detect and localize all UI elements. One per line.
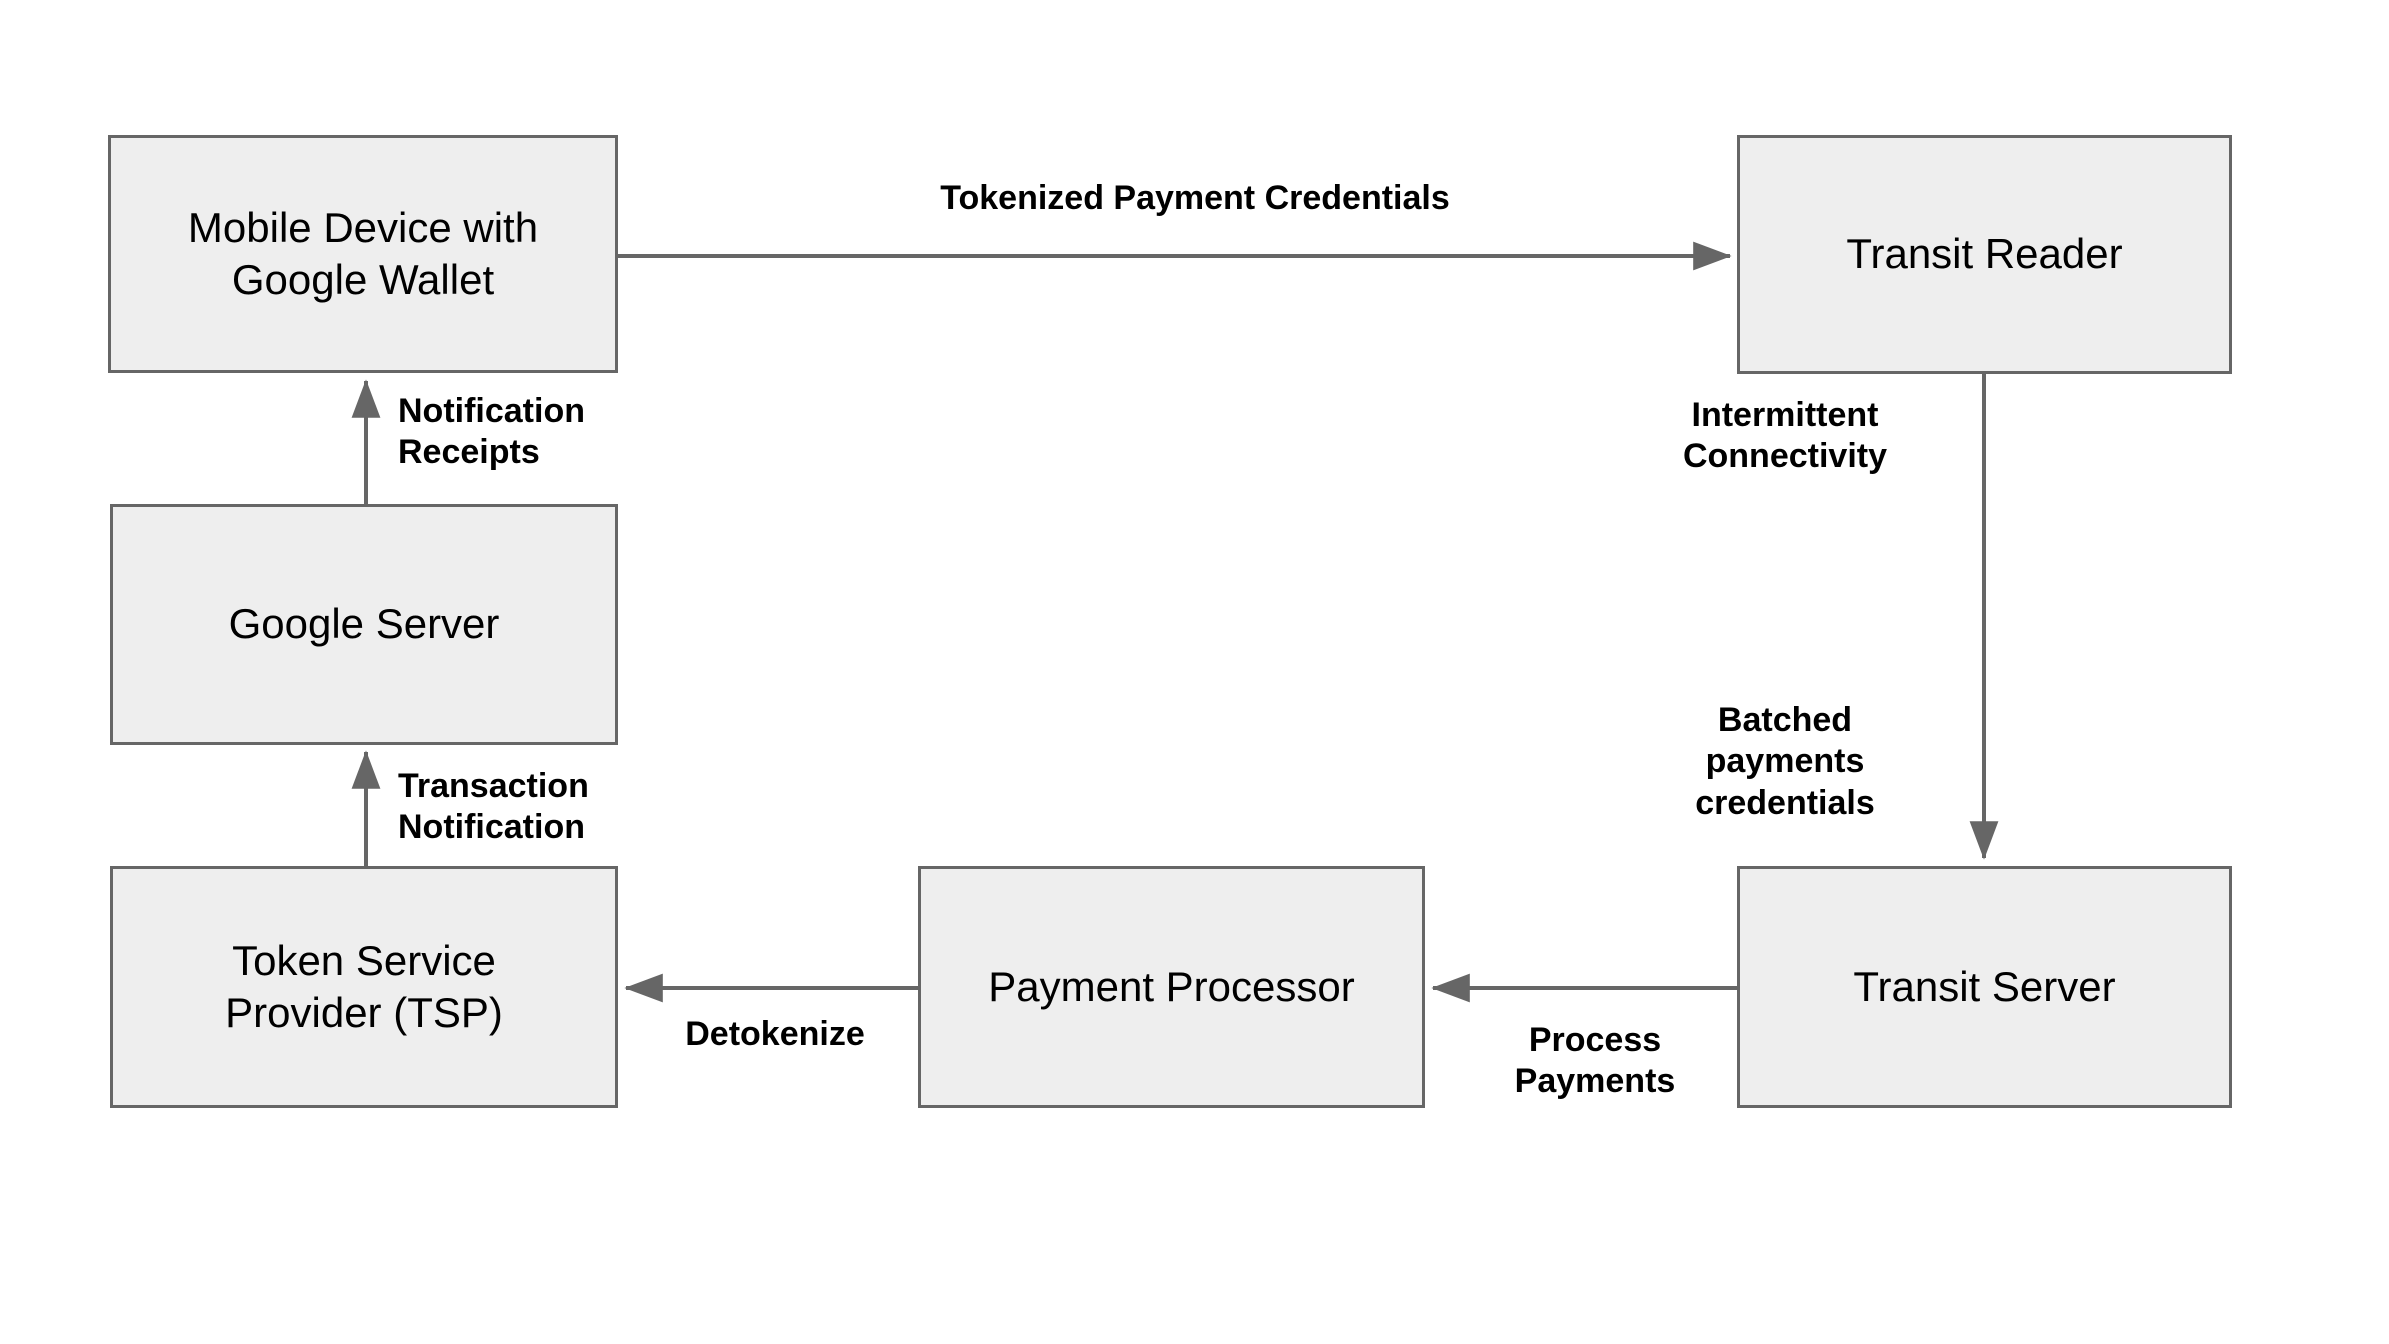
edge-label-tokenized-payment-credentials: Tokenized Payment Credentials bbox=[940, 179, 1450, 217]
node-mobile-device[interactable]: Mobile Device with Google Wallet bbox=[108, 135, 618, 373]
node-google-server[interactable]: Google Server bbox=[110, 504, 618, 745]
edge-label-notification-receipts: Notification Receipts bbox=[398, 392, 585, 472]
node-token-service-provider[interactable]: Token Service Provider (TSP) bbox=[110, 866, 618, 1108]
edge-label-process-payments: Process Payments bbox=[1514, 1021, 1676, 1101]
node-payment-processor[interactable]: Payment Processor bbox=[918, 866, 1425, 1108]
node-transit-server[interactable]: Transit Server bbox=[1737, 866, 2232, 1108]
node-transit-reader[interactable]: Transit Reader bbox=[1737, 135, 2232, 374]
edge-label-transaction-notification: Transaction Notification bbox=[398, 767, 589, 847]
edge-label-intermittent-connectivity: Intermittent Connectivity bbox=[1682, 396, 1888, 476]
edge-label-detokenize: Detokenize bbox=[685, 1015, 865, 1053]
edge-label-batched-payments-credentials: Batched payments credentials bbox=[1695, 701, 1875, 822]
